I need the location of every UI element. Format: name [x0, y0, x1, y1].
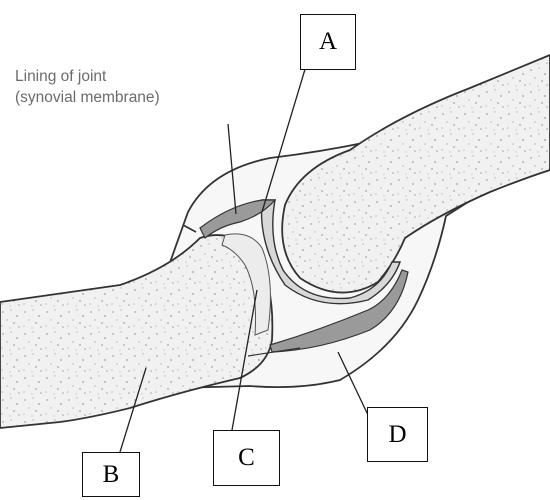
caption-line-2: (synovial membrane): [15, 87, 255, 108]
caption-line-1: Lining of joint: [15, 66, 255, 87]
label-d: D: [367, 407, 428, 462]
synovial-membrane-caption: Lining of joint (synovial membrane): [15, 66, 255, 108]
label-b: B: [82, 452, 140, 497]
label-a: A: [300, 14, 356, 70]
label-c: C: [213, 430, 280, 486]
